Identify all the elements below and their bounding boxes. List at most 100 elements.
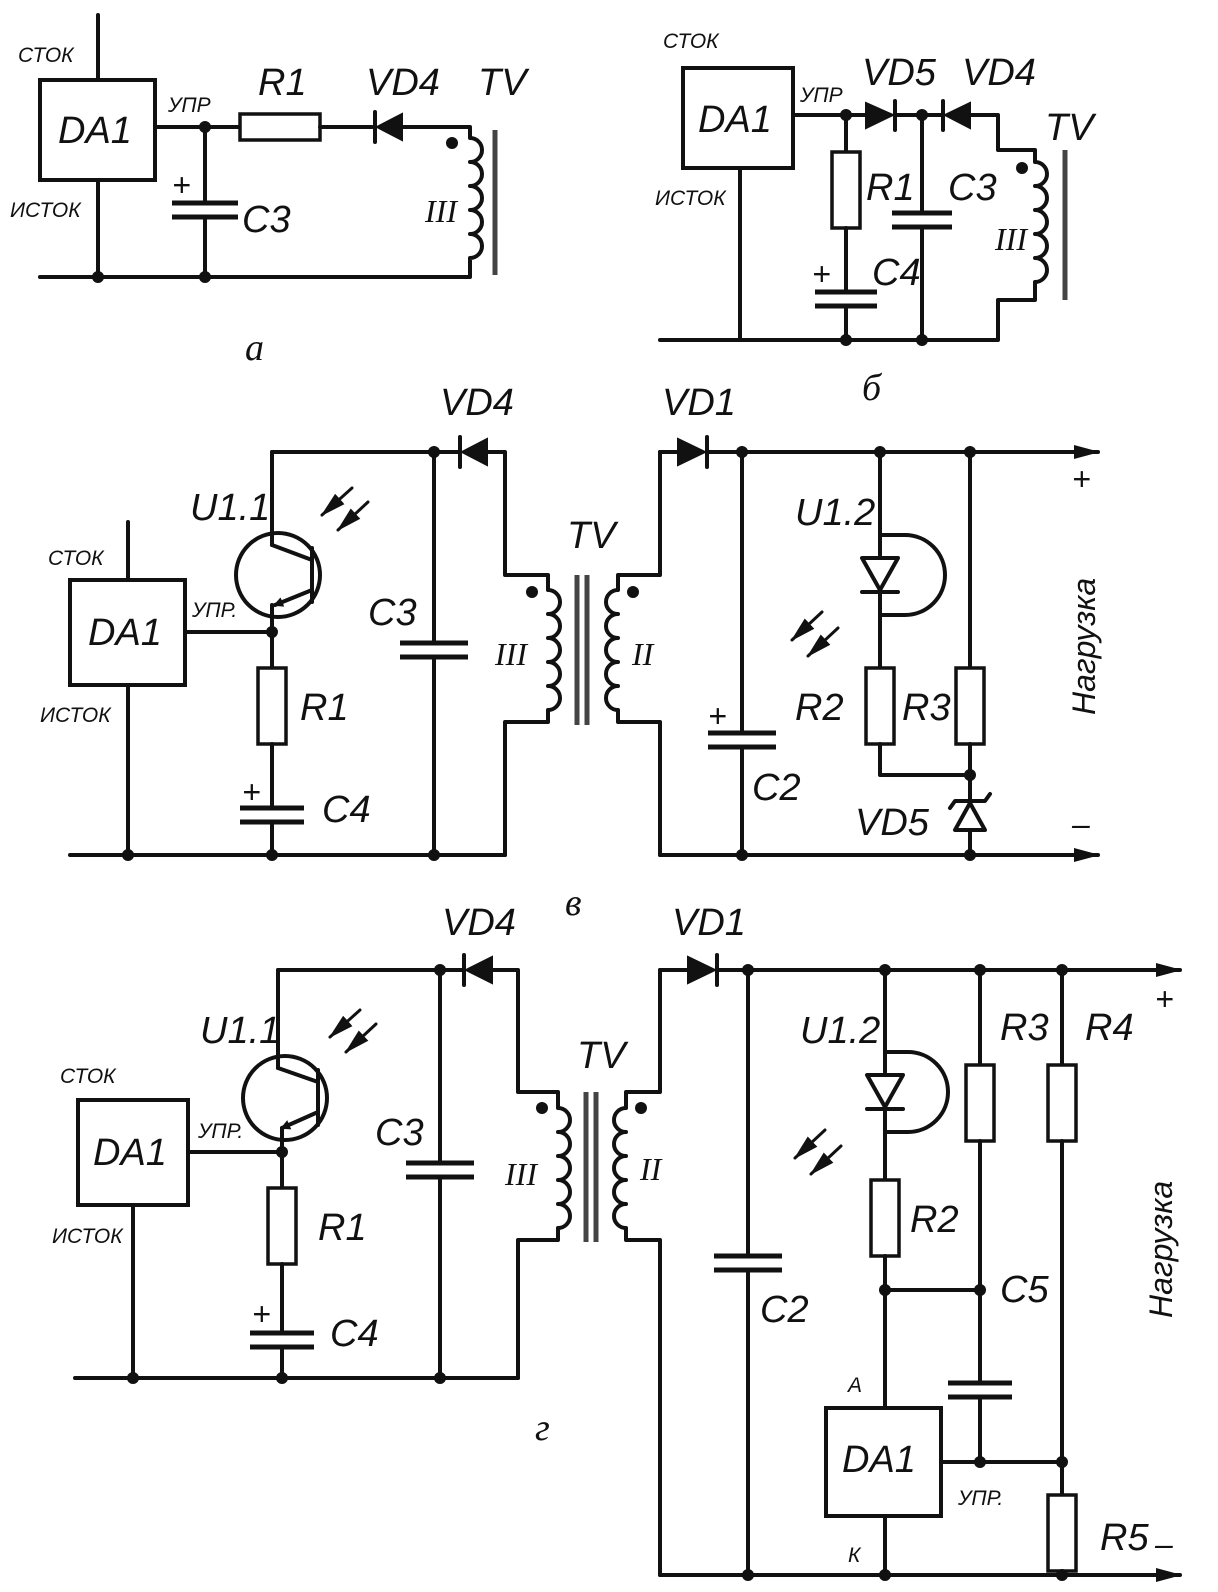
winding-dot [446, 137, 458, 149]
stok-label: СТОК [663, 30, 720, 53]
c4-label: C4 [330, 1313, 379, 1355]
node [874, 446, 886, 458]
caption-a: а [245, 327, 264, 369]
stok-label: СТОК [18, 44, 75, 67]
node [276, 1146, 288, 1158]
light-arrow [344, 1022, 378, 1054]
node [736, 446, 748, 458]
r5-label: R5 [1100, 1517, 1149, 1559]
diagram-g: DA1 СТОК ИСТОК УПР. U1.1 R1 + C4 VD4 C3 [52, 902, 1182, 1582]
diagram-v: DA1 СТОК ИСТОК УПР. U1.1 R1 + C4 VD4 C3 [40, 382, 1102, 924]
u11-emitter [273, 588, 314, 607]
c3-label: C3 [948, 167, 997, 209]
node [974, 964, 986, 976]
c4-plus: + [812, 256, 831, 292]
node [879, 964, 891, 976]
vd5-diode [865, 101, 896, 130]
wire [878, 742, 972, 777]
diagram-b: DA1 СТОК ИСТОК УПР VD5 VD4 TV III + R1 C… [655, 30, 1097, 409]
da1-label: DA1 [58, 110, 132, 152]
light-arrow [336, 500, 370, 532]
da1-label: DA1 [88, 612, 162, 654]
node [879, 1284, 891, 1296]
a-pin-label: А [846, 1374, 862, 1397]
da1b-label: DA1 [842, 1439, 916, 1481]
minus-label: – [1154, 1526, 1173, 1562]
node [199, 121, 211, 133]
vd4-diode [459, 437, 488, 467]
istok-label: ИСТОК [655, 187, 727, 210]
u12-led [860, 556, 900, 592]
winding-dot [627, 586, 639, 598]
da1-label: DA1 [698, 99, 772, 141]
light-arrow [790, 610, 824, 642]
node [122, 849, 134, 861]
vd4-label: VD4 [440, 382, 514, 424]
c3-label: C3 [368, 592, 417, 634]
winding-iii-label: III [494, 636, 528, 672]
light-arrow [809, 1144, 843, 1176]
node [742, 1569, 754, 1581]
caption-v: в [565, 882, 582, 924]
istok-label: ИСТОК [40, 704, 112, 727]
node [1056, 1456, 1068, 1468]
da1-chip [68, 578, 187, 687]
node [276, 1372, 288, 1384]
r3-resistor [964, 1063, 996, 1143]
u11-emitter [280, 1110, 320, 1130]
plus-label: + [1155, 981, 1174, 1017]
r1-resistor [266, 1186, 298, 1266]
upr-b-label: УПР. [957, 1487, 1003, 1510]
r1-label: R1 [318, 1207, 367, 1249]
plus-label: + [1072, 461, 1091, 497]
c3-label: C3 [375, 1112, 424, 1154]
istok-label: ИСТОК [52, 1225, 124, 1248]
c3-label: C3 [242, 199, 291, 241]
upr-label: УПР [799, 84, 843, 107]
winding-iii [485, 450, 562, 857]
r1-resistor [256, 666, 288, 746]
tv-label: TV [567, 515, 619, 557]
r1-resistor [830, 150, 862, 230]
node [428, 849, 440, 861]
stok-label: СТОК [48, 547, 105, 570]
c4-label: C4 [322, 789, 371, 831]
u11-phototransistor [234, 531, 322, 619]
node [879, 1569, 891, 1581]
caption-b: б [862, 367, 883, 409]
c4-label: C4 [872, 252, 921, 294]
light-arrow [806, 626, 840, 658]
upr-label: УПР. [191, 599, 237, 622]
r5-resistor [1046, 1493, 1078, 1573]
load-label: Нагрузка [1143, 1181, 1179, 1318]
upr-label: УПР [167, 94, 211, 117]
node [266, 849, 278, 861]
da1-label: DA1 [93, 1132, 167, 1174]
vd4-label: VD4 [962, 52, 1036, 94]
u12-led [865, 1073, 905, 1109]
node [92, 271, 104, 283]
node [1056, 964, 1068, 976]
winding-ii-label: II [639, 1151, 663, 1187]
upr-label: УПР. [197, 1120, 243, 1143]
vd5-zener-bar [948, 792, 992, 810]
vd5-label: VD5 [862, 52, 937, 94]
node [964, 769, 976, 781]
u12-optocoupler-housing [883, 1050, 950, 1134]
r1-resistor [238, 112, 322, 142]
light-arrow [793, 1128, 827, 1160]
vd4-diode [463, 955, 493, 985]
c2-label: C2 [752, 767, 801, 809]
node [964, 849, 976, 861]
minus-label: – [1071, 806, 1090, 842]
node [127, 1372, 139, 1384]
r1-label: R1 [300, 687, 349, 729]
winding-iii-label: III [994, 221, 1028, 257]
da1-chip [38, 78, 157, 182]
node [736, 849, 748, 861]
r3-label: R3 [902, 687, 951, 729]
u11-phototransistor [241, 1054, 329, 1142]
vd4-diode [374, 112, 403, 142]
load-label: Нагрузка [1066, 578, 1102, 715]
